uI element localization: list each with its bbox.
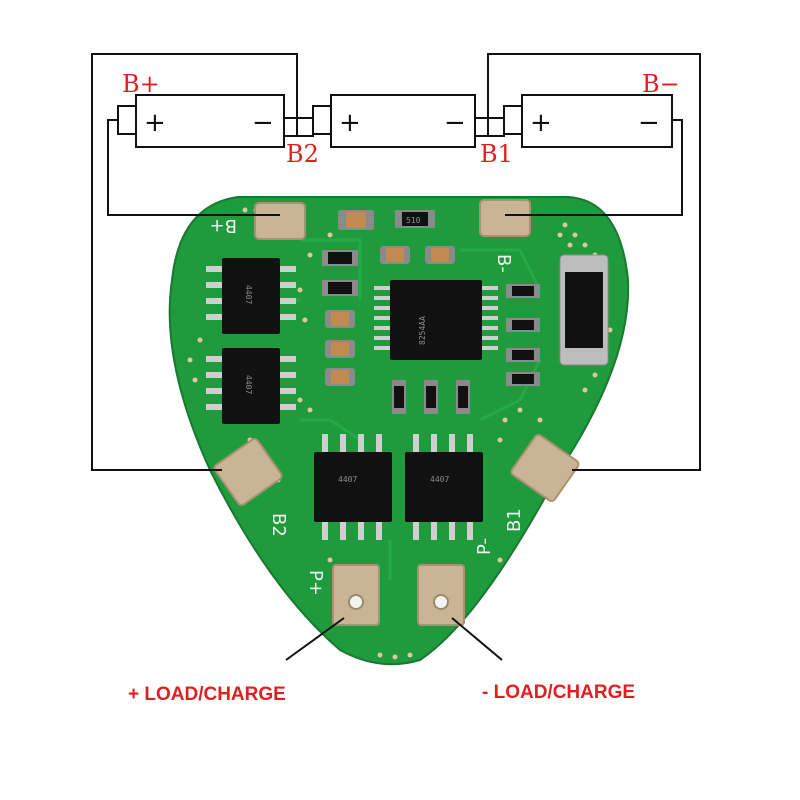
mosfet-marking: 4407 <box>244 375 253 394</box>
controller-ic: 8254AA <box>374 280 498 360</box>
resistor: 510 <box>395 210 435 228</box>
label-load-minus: - LOAD/CHARGE <box>482 682 635 703</box>
resistor <box>456 380 470 414</box>
shunt-resistor-marking: R010 <box>573 285 591 321</box>
resistor <box>322 280 358 296</box>
pcb-outline <box>168 196 630 666</box>
pcb-board: B+ B- B2 B1 P+ P- 4407 4407 <box>168 196 630 666</box>
battery-cell-3: + − <box>487 94 673 148</box>
battery-cell-1: + − <box>117 94 298 148</box>
pad-p-minus <box>417 564 465 626</box>
silk-b-plus: B+ <box>210 215 237 236</box>
capacitor <box>425 246 455 264</box>
cell-plus-sign: + <box>339 108 361 138</box>
resistor <box>506 348 540 362</box>
mosfet-marking: 4407 <box>338 475 357 484</box>
pad-p-plus <box>332 564 380 626</box>
wire-b-plus <box>107 119 280 216</box>
wire-b1 <box>487 53 701 471</box>
mosfet-marking: 4407 <box>430 475 449 484</box>
smd-components: 510 <box>322 210 540 414</box>
label-load-plus: + LOAD/CHARGE <box>128 684 286 705</box>
cell-minus-sign: − <box>638 108 660 138</box>
mosfet-marking: 4407 <box>244 285 253 304</box>
label-b1: B1 <box>480 140 513 168</box>
wire-b2 <box>91 53 298 471</box>
wire-b-minus <box>505 119 683 216</box>
cell-plus-sign: + <box>530 108 552 138</box>
capacitor <box>325 310 355 328</box>
silk-p-minus: P- <box>474 538 495 555</box>
silk-b-minus: B- <box>493 254 514 273</box>
silk-p-plus: P+ <box>305 570 326 596</box>
capacitor <box>380 246 410 264</box>
mounting-hole <box>433 594 449 610</box>
pad-b-plus <box>254 202 306 240</box>
silk-b2: B2 <box>268 513 289 537</box>
pointer-plus <box>285 617 345 661</box>
resistor <box>322 250 358 266</box>
pointer-minus <box>451 617 503 661</box>
resistor <box>506 372 540 386</box>
resistor-marking: 510 <box>406 216 421 225</box>
pad-b1 <box>510 433 580 503</box>
mosfet-chip: 4407 <box>405 434 483 540</box>
resistor <box>506 284 540 298</box>
wiring <box>91 53 701 471</box>
label-b-plus: B+ <box>122 70 160 98</box>
label-b-minus: B− <box>642 70 680 98</box>
label-b2: B2 <box>286 140 319 168</box>
pad-b-minus <box>479 199 531 237</box>
mosfet-chip: 4407 <box>206 348 296 424</box>
mosfet-chip: 4407 <box>314 434 392 540</box>
battery-cell-2: + − <box>296 94 489 148</box>
capacitor <box>325 368 355 386</box>
cell-minus-sign: − <box>252 108 274 138</box>
shunt-resistor: R010 <box>559 254 609 366</box>
mosfet-chip: 4407 <box>206 258 296 334</box>
cell-plus-sign: + <box>144 108 166 138</box>
silk-b1: B1 <box>504 508 525 532</box>
pad-b2 <box>213 437 283 507</box>
capacitor <box>338 210 374 230</box>
pointer-lines <box>285 617 503 661</box>
cell-minus-sign: − <box>444 108 466 138</box>
resistor <box>392 380 406 414</box>
resistor <box>506 318 540 332</box>
mounting-hole <box>348 594 364 610</box>
capacitor <box>325 340 355 358</box>
controller-ic-marking: 8254AA <box>418 316 427 345</box>
resistor <box>424 380 438 414</box>
